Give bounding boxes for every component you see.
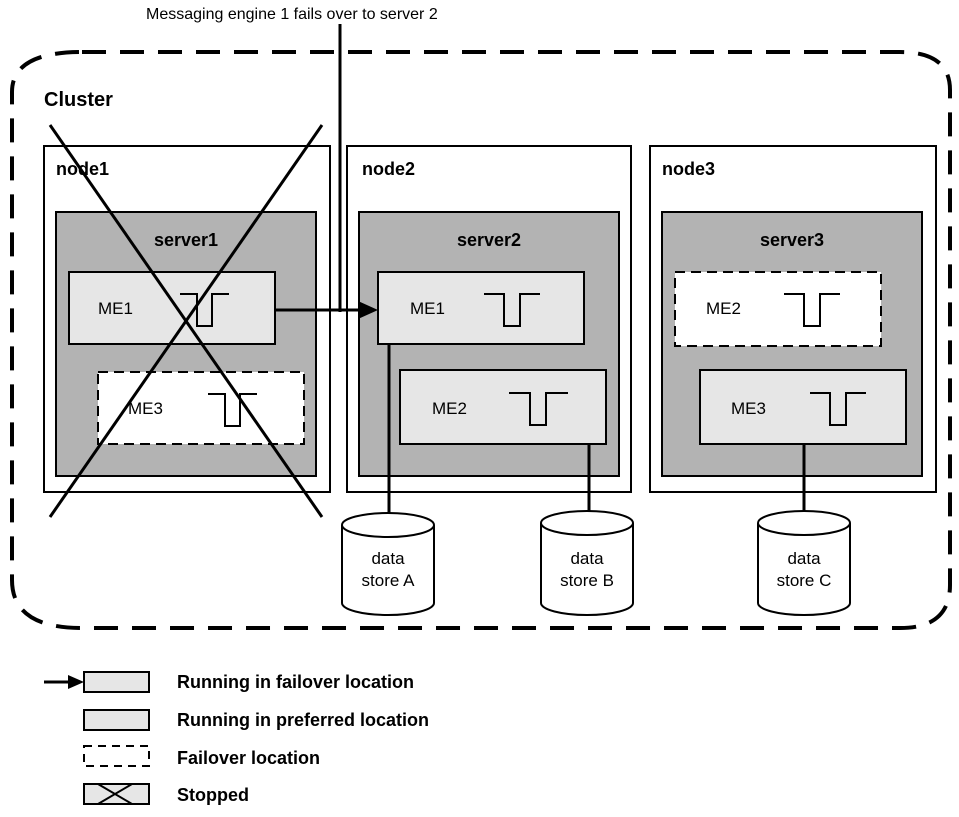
data-store-label: data (570, 549, 604, 568)
database-cylinder-icon (341, 525, 435, 616)
stopped-cross-icon (97, 783, 133, 805)
queue-icon (509, 392, 568, 426)
queue-icon (484, 293, 540, 327)
legend-swatch-running-preferred (83, 709, 150, 731)
legend-label: Stopped (177, 785, 249, 805)
node-2: node2 server2 ME1 ME2 (346, 145, 632, 493)
diagram-caption: Messaging engine 1 fails over to server … (146, 6, 438, 23)
queue-icon (208, 393, 257, 427)
legend-swatch-running-failover (83, 671, 150, 693)
messaging-engine-box (399, 369, 607, 445)
node-label: node1 (56, 159, 109, 179)
database-cylinder-icon (757, 523, 851, 616)
messaging-engine-box (377, 271, 585, 345)
arrowhead-icon (68, 675, 84, 689)
arrowhead-icon (358, 301, 378, 319)
stopped-cross (48, 124, 324, 518)
data-store-a: data store A (341, 512, 435, 616)
messaging-engine-box (97, 371, 305, 445)
node-label: node2 (362, 159, 415, 179)
data-store-b: data store B (540, 510, 634, 616)
database-cylinder-icon (540, 523, 634, 616)
data-store-label: data (787, 549, 821, 568)
messaging-engine-label: ME2 (432, 399, 467, 418)
queue-icon (180, 293, 229, 327)
node-label: node3 (662, 159, 715, 179)
legend-label: Running in failover location (177, 672, 414, 692)
messaging-engine-box (674, 271, 882, 347)
messaging-engine-label: ME1 (410, 299, 445, 318)
cluster-label: Cluster (44, 89, 113, 111)
messaging-engine-label: ME2 (706, 299, 741, 318)
messaging-engine-label: ME1 (98, 299, 133, 318)
legend-swatch-failover-location (83, 745, 150, 767)
server-label: server1 (154, 230, 218, 250)
queue-icon (810, 392, 866, 426)
database-cylinder-top (341, 512, 435, 538)
messaging-engine-label: ME3 (731, 399, 766, 418)
node-3: node3 server3 ME2 ME3 (649, 145, 937, 493)
messaging-engine-box (68, 271, 276, 345)
node-1: node1 server1 ME1 ME3 (43, 124, 331, 518)
data-store-label: store C (777, 571, 832, 590)
data-store-c: data store C (757, 510, 851, 616)
legend-label: Failover location (177, 748, 320, 768)
legend: Running in failover location Running in … (44, 671, 429, 805)
database-cylinder-top (540, 510, 634, 536)
data-store-label: store A (362, 571, 416, 590)
data-store-label: data (371, 549, 405, 568)
server-label: server2 (457, 230, 521, 250)
legend-label: Running in preferred location (177, 710, 429, 730)
messaging-engine-label: ME3 (128, 399, 163, 418)
messaging-engine-box (699, 369, 907, 445)
data-store-label: store B (560, 571, 614, 590)
queue-icon (784, 293, 840, 327)
database-cylinder-top (757, 510, 851, 536)
server-label: server3 (760, 230, 824, 250)
